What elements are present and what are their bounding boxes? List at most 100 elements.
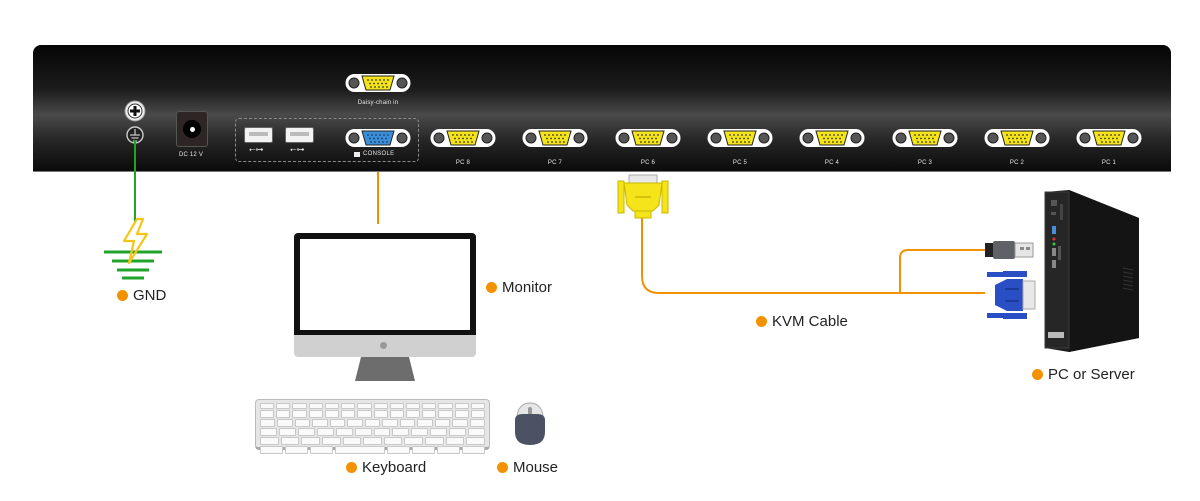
keyboard-key [342, 437, 362, 445]
keyboard-key [445, 437, 465, 445]
keyboard-key [404, 437, 424, 445]
console-group-outline [235, 118, 419, 162]
keyboard-key [260, 446, 283, 454]
keyboard-key [373, 403, 388, 409]
keyboard[interactable] [255, 399, 490, 454]
usb-plug[interactable] [985, 238, 1035, 262]
keyboard-key [470, 410, 486, 418]
pc-port-label: PC 8 [455, 160, 471, 166]
keyboard-key [412, 446, 436, 454]
pc-vga-port[interactable]: PC 7 [522, 127, 588, 166]
power-label: DC 12 V [178, 152, 204, 158]
keyboard-key [308, 403, 323, 409]
usb-port-2[interactable] [285, 127, 314, 143]
keyboard-key [329, 419, 346, 427]
vga-port-icon [430, 129, 496, 147]
pc-port-label: PC 4 [824, 160, 840, 166]
vga-port-icon [1076, 129, 1142, 147]
keyboard-callout: Keyboard [346, 459, 426, 476]
keyboard-key [422, 410, 437, 418]
keyboard-key [260, 410, 275, 418]
bullet-icon [117, 290, 128, 301]
console-vga-port[interactable] [345, 127, 411, 149]
keyboard-key [434, 419, 451, 427]
keyboard-key [308, 410, 323, 418]
keyboard-key [312, 419, 328, 427]
keyboard-key [309, 446, 333, 454]
kvm-cable [641, 218, 985, 294]
keyboard-key [334, 446, 386, 454]
keyboard-key [364, 419, 381, 427]
keyboard-key [276, 410, 291, 418]
keyboard-key [411, 428, 429, 436]
keyboard-key [392, 428, 410, 436]
gnd-label: GND [133, 287, 167, 304]
pc-vga-port[interactable]: PC 4 [799, 127, 865, 166]
keyboard-key [321, 437, 341, 445]
keyboard-key [280, 437, 300, 445]
usb-port-1[interactable] [244, 127, 273, 143]
keyboard-key [449, 428, 467, 436]
ground-symbol [104, 250, 162, 280]
keyboard-key [357, 410, 372, 418]
keyboard-key [405, 403, 421, 409]
keyboard-key [341, 403, 356, 409]
pc-vga-port[interactable]: PC 5 [707, 127, 773, 166]
pc-vga-port[interactable]: PC 6 [615, 127, 681, 166]
pc-port-label: PC 1 [1101, 160, 1117, 166]
keyboard-key [468, 428, 486, 436]
keyboard-key [454, 410, 469, 418]
pc-server-callout: PC or Server [1032, 366, 1135, 383]
pc-port-label: PC 5 [732, 160, 748, 166]
pc-vga-port[interactable]: PC 8 [430, 127, 496, 166]
keyboard-keys [256, 400, 489, 458]
mouse-label: Mouse [513, 459, 559, 476]
bullet-icon [497, 462, 508, 473]
keyboard-key [357, 403, 372, 409]
vga-port-icon [799, 129, 865, 147]
keyboard-key [260, 428, 277, 436]
console-label-group: CONSOLE [354, 151, 404, 157]
kvm-cable-callout: KVM Cable [756, 313, 848, 330]
keyboard-key [324, 403, 340, 409]
bullet-icon [486, 282, 497, 293]
keyboard-key [454, 403, 469, 409]
usb-icon: ⭠⊶ [290, 145, 305, 154]
pc-vga-port[interactable]: PC 3 [892, 127, 958, 166]
vga-port-icon [522, 129, 588, 147]
keyboard-key [316, 428, 334, 436]
keyboard-key [341, 410, 356, 418]
keyboard-key [260, 403, 275, 409]
vga-port-icon [615, 129, 681, 147]
vga-port-icon [707, 129, 773, 147]
dc-power-jack[interactable] [176, 111, 208, 147]
mouse[interactable] [513, 402, 547, 446]
keyboard-key [438, 410, 453, 418]
kvm-cable-vga-plug[interactable] [615, 174, 671, 220]
keyboard-key [297, 428, 315, 436]
server-vga-plug[interactable] [987, 270, 1039, 320]
keyboard-key [354, 428, 372, 436]
keyboard-key [462, 446, 486, 454]
keyboard-key [437, 446, 461, 454]
keyboard-key [301, 437, 320, 445]
daisy-chain-vga-port[interactable] [345, 72, 411, 94]
monitor[interactable] [294, 233, 476, 381]
keyboard-key [452, 419, 468, 427]
keyboard-label: Keyboard [362, 459, 427, 476]
keyboard-key [277, 419, 293, 427]
kvm-cable-usb-branch [899, 249, 988, 293]
keyboard-key [405, 410, 421, 418]
keyboard-key [417, 419, 433, 427]
ground-screw-icon[interactable] [122, 100, 148, 148]
keyboard-key [470, 403, 486, 409]
pc-vga-port[interactable]: PC 2 [984, 127, 1050, 166]
pc-tower[interactable] [1043, 188, 1143, 356]
keyboard-key [425, 437, 444, 445]
bullet-icon [346, 462, 357, 473]
keyboard-key [383, 437, 403, 445]
pc-port-label: PC 7 [547, 160, 563, 166]
monitor-callout: Monitor [486, 279, 552, 296]
pc-vga-port[interactable]: PC 1 [1076, 127, 1142, 166]
keyboard-key [399, 419, 416, 427]
